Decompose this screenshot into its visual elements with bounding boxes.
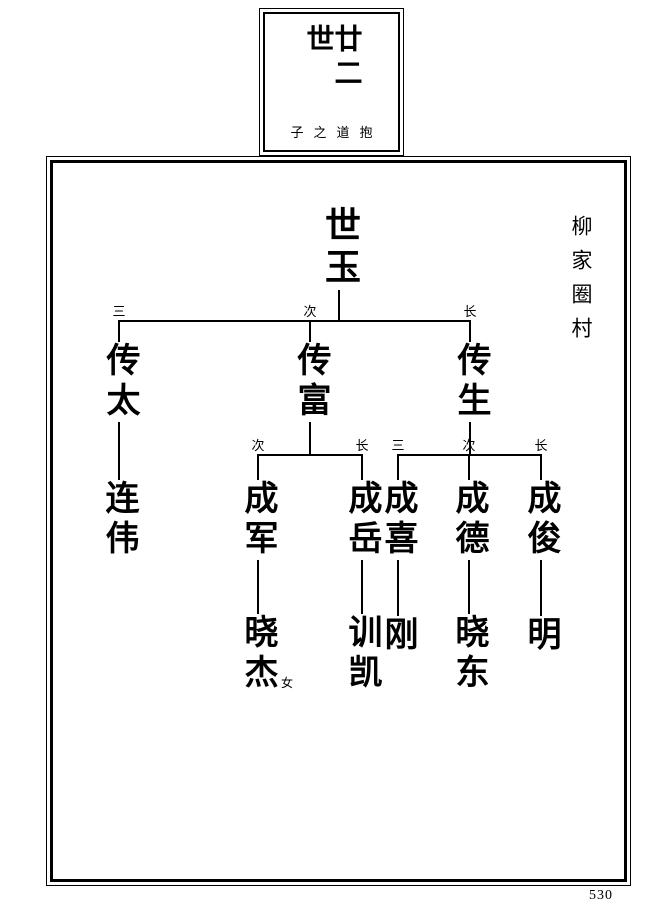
connector-line (468, 560, 470, 614)
tree-frame: 世玉 三 次 长 传太 传富 传生 连伟 次 长 成军 成岳 (46, 156, 631, 886)
gender-mark: 女 (281, 676, 294, 690)
root-person-name: 世玉 (320, 206, 360, 290)
generation-header: 廿二世 子之道抱 (259, 8, 404, 156)
person-name: 明 (522, 616, 559, 656)
connector-line (338, 290, 340, 320)
generation-header-inner: 廿二世 子之道抱 (263, 12, 400, 152)
birth-order-label: 长 (355, 438, 369, 453)
branch-line (118, 320, 471, 322)
birth-order-label: 次 (303, 304, 317, 319)
generation-subtitle: 子之道抱 (290, 125, 383, 140)
connector-line (468, 454, 470, 480)
person-name: 传生 (452, 342, 489, 422)
person-name: 训凯 (343, 614, 380, 694)
connector-line (118, 320, 120, 342)
person-name: 传太 (101, 342, 138, 422)
connector-line (361, 560, 363, 614)
connector-line (118, 422, 120, 480)
branch-line (257, 454, 363, 456)
connector-line (397, 560, 399, 616)
person-name: 成俊 (522, 480, 559, 560)
village-label: 柳家圈村 (569, 215, 593, 351)
page-number: 530 (589, 888, 613, 903)
person-name: 刚 (379, 616, 416, 656)
birth-order-label: 长 (463, 304, 477, 319)
connector-line (309, 422, 311, 454)
person-name: 晓东 (450, 614, 487, 694)
person-name: 成德 (450, 480, 487, 560)
connector-line (361, 454, 363, 480)
person-name: 成军 (239, 480, 276, 560)
connector-line (309, 320, 311, 342)
birth-order-label: 三 (391, 438, 405, 453)
connector-line (257, 560, 259, 614)
person-name: 成岳 (343, 480, 380, 560)
generation-title: 廿二世 (302, 24, 362, 92)
person-name: 晓杰 (239, 614, 276, 694)
tree-canvas: 世玉 三 次 长 传太 传富 传生 连伟 次 长 成军 成岳 (50, 160, 627, 882)
birth-order-label: 次 (462, 438, 476, 453)
connector-line (540, 454, 542, 480)
person-name: 连伟 (100, 480, 137, 560)
connector-line (469, 320, 471, 342)
connector-line (257, 454, 259, 480)
birth-order-label: 次 (251, 438, 265, 453)
birth-order-label: 三 (112, 304, 126, 319)
connector-line (540, 560, 542, 616)
birth-order-label: 长 (534, 438, 548, 453)
person-name: 成喜 (379, 480, 416, 560)
connector-line (469, 422, 471, 454)
person-name: 传富 (292, 342, 329, 422)
connector-line (397, 454, 399, 480)
